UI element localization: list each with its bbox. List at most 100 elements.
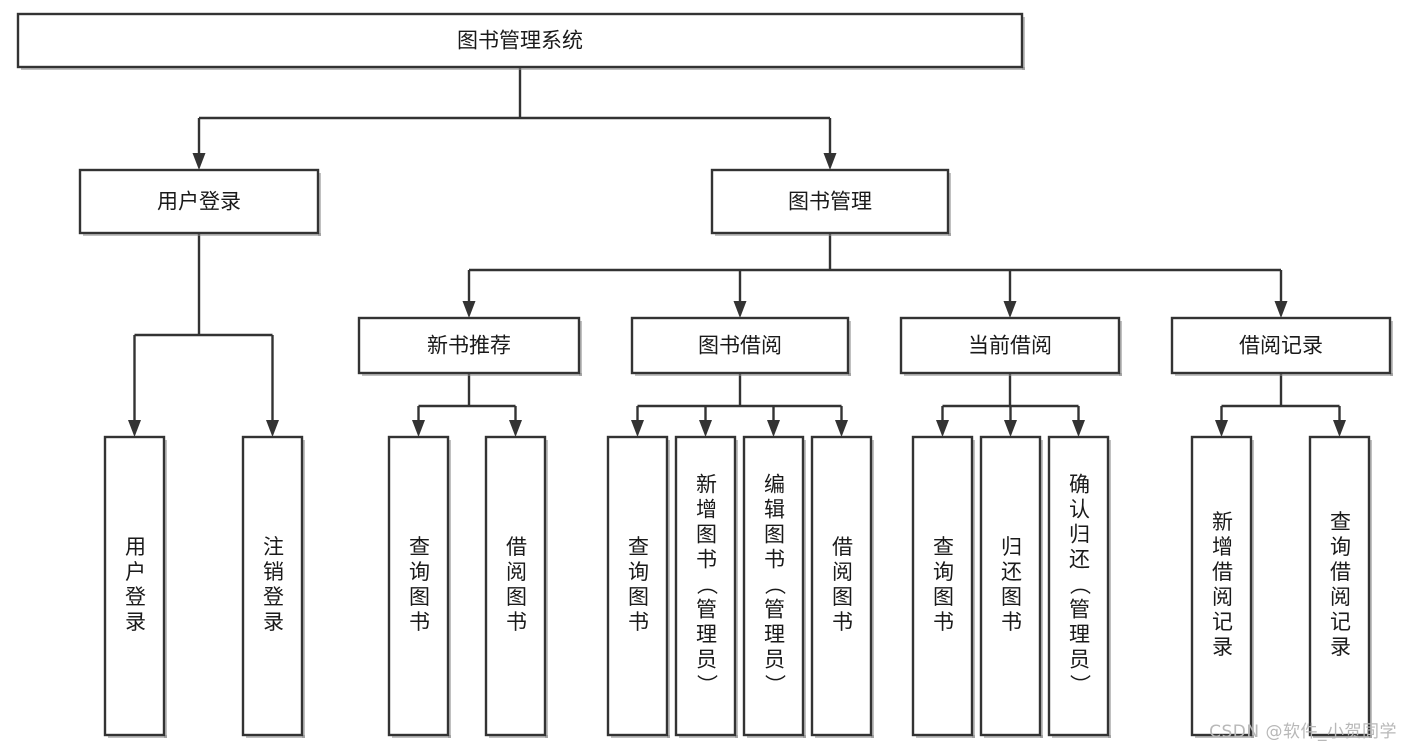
node-shadow bbox=[21, 67, 1025, 70]
node-box[interactable] bbox=[78, 168, 320, 235]
node-shadow bbox=[392, 735, 451, 738]
arrow-head-icon bbox=[412, 420, 425, 437]
node-shadow bbox=[1040, 440, 1043, 738]
node-label-char: 询 bbox=[409, 560, 430, 584]
node-shadow bbox=[83, 233, 321, 236]
connector-layer bbox=[128, 67, 1346, 437]
connector-group-login bbox=[128, 233, 279, 437]
node-records[interactable]: 借阅记录 bbox=[1170, 316, 1393, 376]
node-label-char: 管 bbox=[764, 598, 785, 622]
node-box[interactable] bbox=[810, 435, 873, 737]
connector-group-current bbox=[936, 373, 1085, 437]
arrow-head-icon bbox=[631, 420, 644, 437]
node-box[interactable] bbox=[1190, 435, 1253, 737]
node-label-char: 理 bbox=[764, 623, 785, 647]
node-label-char: 登 bbox=[125, 585, 146, 609]
connector-group-records bbox=[1215, 373, 1346, 437]
node-box[interactable] bbox=[103, 435, 166, 737]
node-label-char: 增 bbox=[1212, 535, 1233, 559]
node-box[interactable] bbox=[1047, 435, 1110, 737]
node-shadow bbox=[1390, 321, 1393, 376]
connector-group-root bbox=[192, 67, 837, 170]
arrow-head-icon bbox=[1004, 420, 1017, 437]
node-label-char: 图 bbox=[628, 585, 649, 609]
node-box[interactable] bbox=[357, 316, 581, 375]
node-label-char: 归 bbox=[1001, 535, 1022, 559]
node-bookmgr[interactable]: 图书管理 bbox=[710, 168, 951, 236]
node-shadow bbox=[871, 440, 874, 738]
node-label-char: 员 bbox=[1069, 648, 1090, 672]
node-label-char: 询 bbox=[1330, 535, 1351, 559]
node-box[interactable] bbox=[899, 316, 1121, 375]
node-box[interactable] bbox=[241, 435, 304, 737]
node-box[interactable] bbox=[630, 316, 850, 375]
node-current[interactable]: 当前借阅 bbox=[899, 316, 1122, 376]
node-shadow bbox=[735, 440, 738, 738]
node-label-char: 图 bbox=[832, 585, 853, 609]
node-shadow bbox=[302, 440, 305, 738]
node-box[interactable] bbox=[742, 435, 805, 737]
node-box[interactable] bbox=[911, 435, 974, 737]
node-label: 用户登录 bbox=[157, 190, 241, 214]
node-label: 当前借阅 bbox=[968, 334, 1052, 358]
node-box[interactable] bbox=[16, 12, 1024, 69]
connector-group-borrow bbox=[631, 373, 848, 437]
node-box[interactable] bbox=[1170, 316, 1392, 375]
node-label-char: 借 bbox=[1330, 560, 1351, 584]
node-label: 借阅记录 bbox=[1239, 334, 1323, 358]
arrow-head-icon bbox=[733, 301, 747, 318]
node-newbook[interactable]: 新书推荐 bbox=[357, 316, 582, 376]
node-shadow bbox=[984, 735, 1043, 738]
node-layer: 图书管理系统用户登录图书管理新书推荐图书借阅当前借阅借阅记录用户登录注销登录查询… bbox=[16, 12, 1393, 738]
node-label-char: 图 bbox=[1001, 585, 1022, 609]
arrow-head-icon bbox=[823, 153, 837, 170]
node-shadow bbox=[1251, 440, 1254, 738]
node-box[interactable] bbox=[979, 435, 1042, 737]
node-box[interactable] bbox=[674, 435, 737, 737]
node-shadow bbox=[545, 440, 548, 738]
node-shadow bbox=[1022, 17, 1025, 70]
arrow-head-icon bbox=[1072, 420, 1085, 437]
node-label-char: 阅 bbox=[832, 560, 853, 584]
node-shadow bbox=[489, 735, 548, 738]
node-borrow[interactable]: 图书借阅 bbox=[630, 316, 851, 376]
node-label-char: 员 bbox=[764, 648, 785, 672]
node-leaf1[interactable]: 用户登录 bbox=[103, 435, 167, 738]
node-shadow bbox=[916, 735, 975, 738]
node-shadow bbox=[972, 440, 975, 738]
node-box[interactable] bbox=[710, 168, 950, 235]
node-box[interactable] bbox=[387, 435, 450, 737]
node-label-char: 新 bbox=[1212, 510, 1233, 534]
node-shadow bbox=[848, 321, 851, 376]
node-label-char: 图 bbox=[764, 523, 785, 547]
node-label: 图书管理 bbox=[788, 190, 872, 214]
node-label-char: 用 bbox=[125, 535, 146, 559]
arrow-head-icon bbox=[509, 420, 522, 437]
node-label-char: 借 bbox=[832, 535, 853, 559]
node-label-char: ） bbox=[763, 674, 787, 695]
node-box[interactable] bbox=[606, 435, 669, 737]
node-label-char: 还 bbox=[1069, 548, 1090, 572]
node-label: 图书管理系统 bbox=[457, 29, 583, 53]
node-label-char: 阅 bbox=[1330, 585, 1351, 609]
node-box[interactable] bbox=[1308, 435, 1371, 737]
node-box[interactable] bbox=[484, 435, 547, 737]
node-label-char: 询 bbox=[933, 560, 954, 584]
node-shadow bbox=[803, 440, 806, 738]
node-login[interactable]: 用户登录 bbox=[78, 168, 321, 236]
node-label-char: 书 bbox=[832, 610, 853, 634]
node-root[interactable]: 图书管理系统 bbox=[16, 12, 1025, 70]
